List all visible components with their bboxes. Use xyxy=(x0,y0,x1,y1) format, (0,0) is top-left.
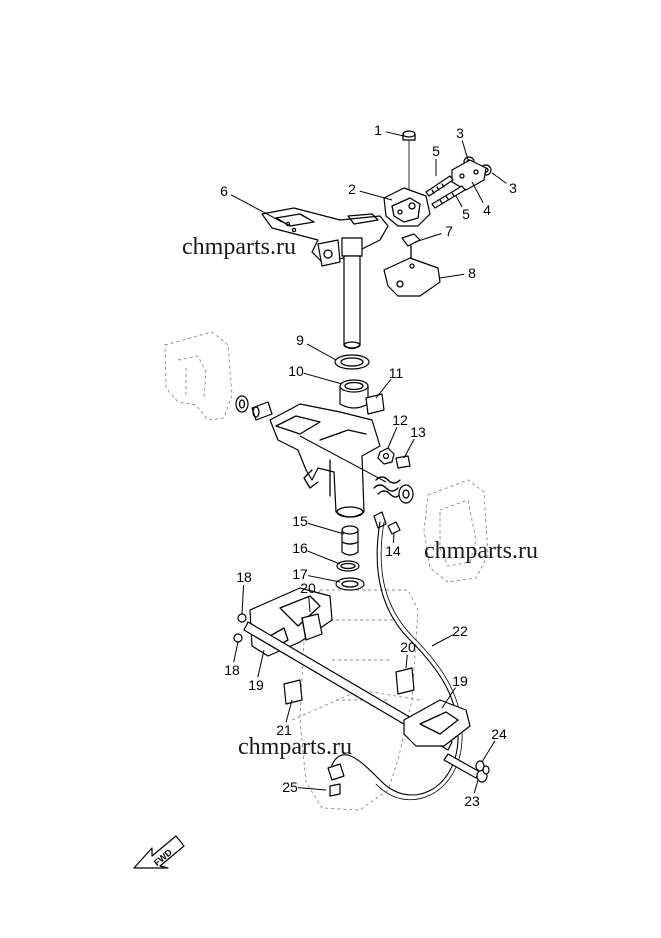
part-mount-19-right xyxy=(403,699,471,747)
part-bracket-2 xyxy=(383,187,431,227)
callout-23: 23 xyxy=(464,793,480,809)
part-plate-8 xyxy=(383,257,441,297)
watermark-bottom: chmparts.ru xyxy=(238,734,352,760)
leader-6 xyxy=(230,194,283,223)
leader-8 xyxy=(439,273,465,279)
callout-5: 5 xyxy=(462,206,470,222)
callout-9: 9 xyxy=(296,332,304,348)
callout-10: 10 xyxy=(288,363,304,379)
leader-11 xyxy=(375,378,392,399)
callout-18: 18 xyxy=(224,662,240,678)
callout-6: 6 xyxy=(220,183,228,199)
callout-4: 4 xyxy=(483,202,491,218)
leader-9 xyxy=(306,343,337,361)
leader-20 xyxy=(405,654,408,669)
part-washer-9 xyxy=(334,354,370,370)
leader-16 xyxy=(307,550,341,565)
part-screw-25 xyxy=(327,763,345,797)
leader-12 xyxy=(387,427,398,449)
part-cable-22 xyxy=(329,521,463,801)
callout-18: 18 xyxy=(236,569,252,585)
fwd-arrow-icon: FWD xyxy=(133,835,185,869)
part-spring xyxy=(373,476,401,498)
part-swivel-bracket xyxy=(235,395,387,518)
part-rubber-20-left xyxy=(301,613,323,641)
watermark-top: chmparts.ru xyxy=(182,234,296,260)
callout-21: 21 xyxy=(276,722,292,738)
leader-4 xyxy=(471,181,484,204)
part-nut-12 xyxy=(377,447,395,465)
part-stud-5a xyxy=(425,175,454,197)
callout-20: 20 xyxy=(400,639,416,655)
callout-13: 13 xyxy=(410,424,426,440)
watermark-right: chmparts.ru xyxy=(424,538,538,564)
leader-25 xyxy=(297,787,327,791)
callout-19: 19 xyxy=(452,673,468,689)
leader-1 xyxy=(385,131,409,138)
ghost-clamp-bracket-left xyxy=(164,331,233,421)
part-seal-17 xyxy=(335,577,365,591)
leader-21 xyxy=(285,699,293,723)
callout-11: 11 xyxy=(389,365,404,381)
leader-5 xyxy=(455,195,463,208)
part-steering-arm-6 xyxy=(261,207,389,350)
callout-3: 3 xyxy=(509,180,517,196)
part-stud-5b xyxy=(431,185,466,209)
leader-lines xyxy=(230,131,507,794)
part-oring-16 xyxy=(336,560,360,572)
callout-15: 15 xyxy=(292,513,308,529)
leader-13 xyxy=(403,438,415,459)
leader-19 xyxy=(257,649,265,678)
callout-7: 7 xyxy=(445,223,453,239)
callout-19: 19 xyxy=(248,677,264,693)
part-bushing-15 xyxy=(341,525,359,556)
part-screw-14 xyxy=(373,511,401,535)
leader-17 xyxy=(307,575,341,583)
callout-2: 2 xyxy=(348,181,356,197)
leader-22 xyxy=(431,634,454,647)
part-bushing-10 xyxy=(339,379,369,409)
part-rubber-21 xyxy=(283,679,303,705)
part-washer-right xyxy=(398,484,414,504)
callout-3: 3 xyxy=(456,125,464,141)
leader-3 xyxy=(461,140,469,161)
callout-25: 25 xyxy=(282,779,298,795)
part-nut-18a xyxy=(237,613,247,623)
leader-20 xyxy=(308,595,311,613)
leader-24 xyxy=(481,740,496,763)
callout-14: 14 xyxy=(385,543,401,559)
callout-17: 17 xyxy=(292,566,308,582)
part-plate-4 xyxy=(451,159,487,191)
leader-7 xyxy=(414,232,442,243)
part-label-11 xyxy=(365,393,385,415)
callout-5: 5 xyxy=(432,143,440,159)
leader-15 xyxy=(307,522,345,535)
callout-12: 12 xyxy=(392,412,408,428)
callout-22: 22 xyxy=(452,623,468,639)
callout-24: 24 xyxy=(491,726,507,742)
leader-18 xyxy=(233,641,239,663)
ghost-clamp-bracket-right xyxy=(423,479,489,583)
part-rubber-20-right xyxy=(395,667,415,695)
part-bolt-1 xyxy=(402,130,416,193)
callout-1: 1 xyxy=(374,122,382,138)
leader-3 xyxy=(491,172,507,184)
leader-2 xyxy=(359,190,393,201)
leader-10 xyxy=(303,372,343,385)
part-shaft xyxy=(243,621,453,751)
part-nut-24 xyxy=(475,760,490,775)
callout-16: 16 xyxy=(292,540,308,556)
part-bolt-13 xyxy=(395,455,411,469)
leader-14 xyxy=(392,531,395,544)
callout-8: 8 xyxy=(468,265,476,281)
leader-18 xyxy=(241,584,245,615)
leader-23 xyxy=(473,779,479,794)
part-nut-18b xyxy=(233,633,243,643)
leader-19 xyxy=(441,687,456,709)
callout-20: 20 xyxy=(300,580,316,596)
